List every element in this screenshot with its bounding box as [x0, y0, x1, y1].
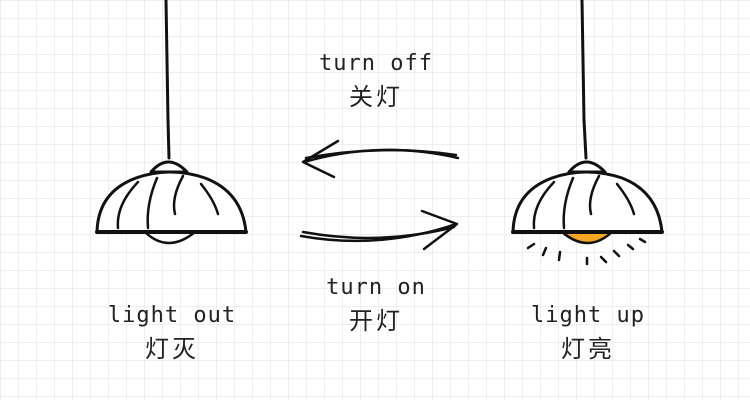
lamp-right-rib	[532, 180, 556, 230]
lamp-left-rib	[116, 180, 140, 230]
lamp-left-rib	[146, 176, 159, 230]
lamp-right-cord	[580, 0, 588, 160]
lamp-right-rib	[588, 174, 601, 216]
lamp-right-label-en: light up	[531, 303, 645, 328]
lamp-left-rib	[172, 174, 185, 216]
lamp-right-light-rays	[526, 237, 647, 266]
arrow-turn-off-label-en: turn off	[319, 51, 433, 76]
lamp-left-cord	[164, 0, 171, 160]
lamp-right-shade	[511, 170, 664, 234]
arrow-turn-on-head	[420, 209, 459, 251]
lamp-right-rib	[615, 182, 636, 216]
lamp-right-rib	[562, 176, 575, 230]
lamp-left	[95, 0, 248, 245]
arrow-turn-off-label-zh: 关灯	[349, 83, 403, 111]
lamp-left-shade	[95, 170, 248, 234]
arrow-turn-on	[299, 209, 459, 251]
arrow-turn-off-head	[301, 139, 340, 179]
lamp-left-bulb	[143, 230, 197, 245]
arrow-turn-off-shaft	[304, 148, 458, 160]
lamp-right-cap	[567, 160, 607, 174]
lamp-left-cap	[149, 160, 189, 174]
lamp-right-label-zh: 灯亮	[561, 335, 615, 363]
arrow-turn-on-shaft	[301, 225, 456, 240]
arrow-turn-on-label-en: turn on	[326, 275, 426, 300]
arrow-turn-on-label-zh: 开灯	[349, 307, 403, 335]
arrow-turn-off	[301, 139, 460, 179]
lamp-right	[511, 0, 664, 266]
lamp-left-rib	[199, 182, 220, 216]
lamp-left-label-zh: 灯灭	[145, 335, 199, 363]
lamp-left-label-en: light out	[107, 303, 237, 328]
